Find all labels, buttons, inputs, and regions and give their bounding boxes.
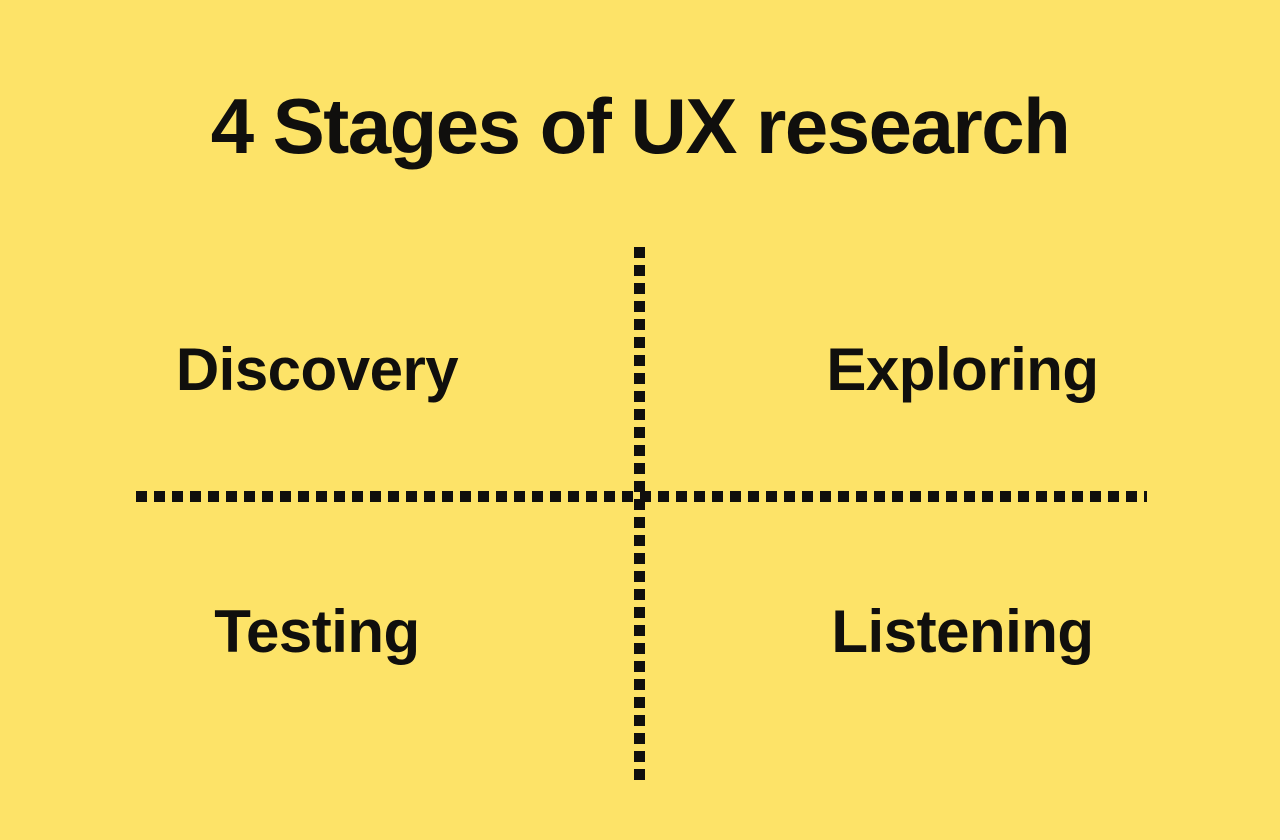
vertical-dotted-divider (634, 247, 645, 783)
quadrant-label-listening: Listening (831, 598, 1094, 665)
horizontal-dotted-divider (136, 491, 1147, 502)
quadrant-label-discovery: Discovery (175, 336, 459, 403)
quadrant-label-testing: Testing (214, 598, 420, 665)
page-title: 4 Stages of UX research (210, 82, 1071, 170)
quadrant-label-exploring: Exploring (826, 336, 1099, 403)
